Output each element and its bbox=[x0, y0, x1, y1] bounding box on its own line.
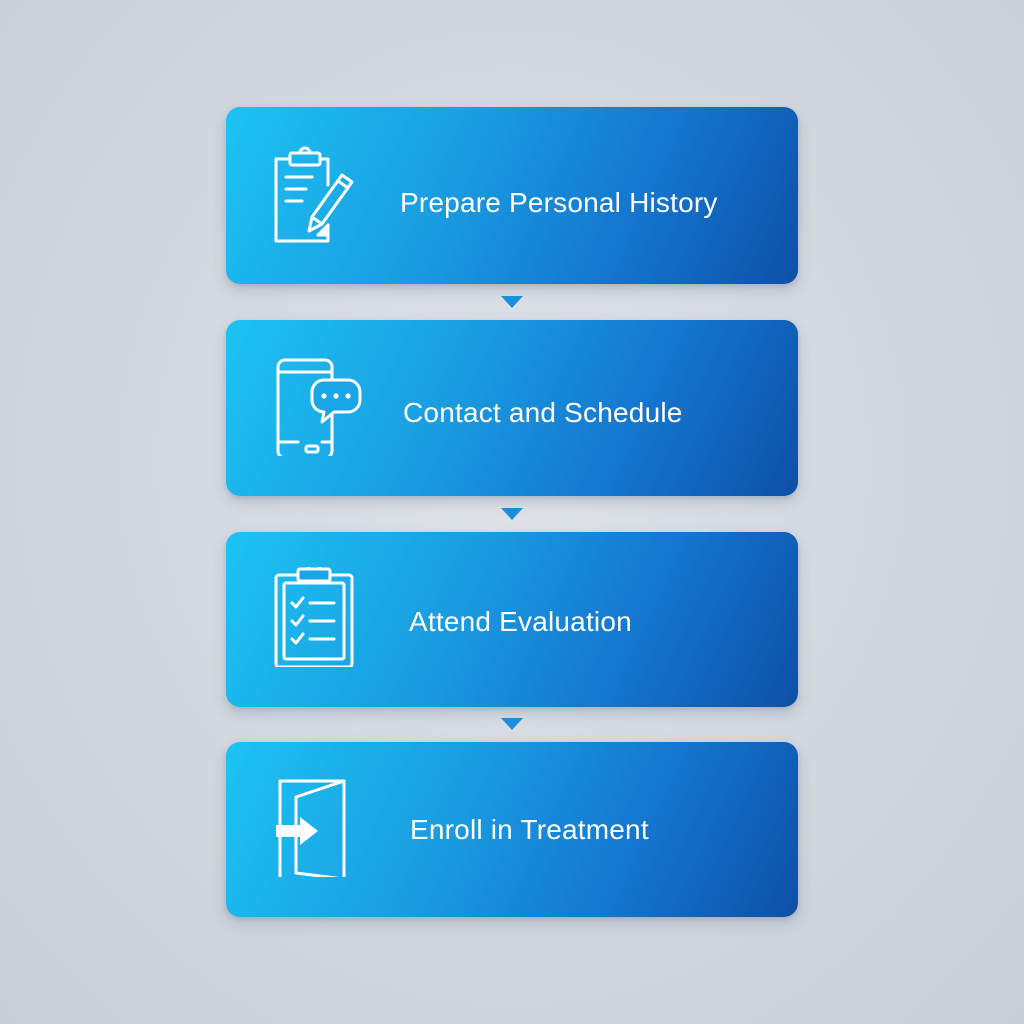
step-label: Enroll in Treatment bbox=[410, 814, 649, 845]
arrow-down-icon bbox=[500, 717, 524, 731]
door-enter-icon bbox=[262, 777, 362, 877]
arrow-down-icon bbox=[500, 507, 524, 521]
clipboard-pencil-icon bbox=[262, 145, 362, 245]
phone-chat-icon bbox=[262, 356, 362, 456]
step-prepare-personal-history: Prepare Personal History bbox=[226, 107, 798, 284]
step-label: Contact and Schedule bbox=[403, 397, 683, 428]
step-label: Prepare Personal History bbox=[400, 187, 718, 218]
step-enroll-in-treatment: Enroll in Treatment bbox=[226, 742, 798, 917]
checklist-icon bbox=[262, 567, 362, 667]
step-contact-and-schedule: Contact and Schedule bbox=[226, 320, 798, 496]
arrow-down-icon bbox=[500, 295, 524, 309]
step-label: Attend Evaluation bbox=[409, 606, 632, 637]
step-attend-evaluation: Attend Evaluation bbox=[226, 532, 798, 707]
